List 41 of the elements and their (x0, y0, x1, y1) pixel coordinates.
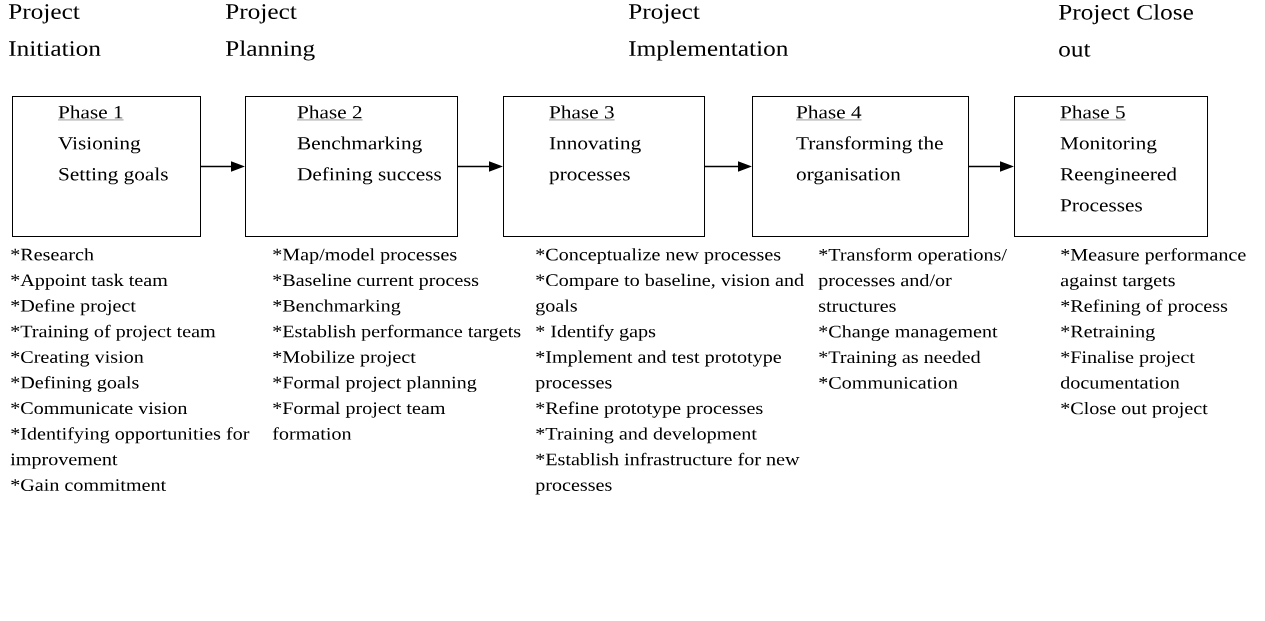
bullet-item: *Map/model processes (273, 248, 457, 265)
phase-box: Phase 4 Transforming the organisation (752, 96, 969, 237)
bullet-item: *Refining of process (1061, 299, 1228, 316)
bullet-item: *Close out project (1061, 402, 1208, 418)
bullet-item: *Establish performance targets (273, 324, 521, 341)
phase-box: Phase 5 Monitoring Reengineered Processes (1014, 96, 1208, 237)
bullet-item: *Training of project team (11, 324, 216, 341)
bullet-item: *Transform operations/ processes and/or structures (818, 248, 1007, 312)
bullet-item: *Communicate vision (11, 402, 188, 415)
phase-box: Phase 1 Visioning Setting goals (12, 96, 201, 237)
bullet-item: *Training as needed (819, 350, 981, 367)
phase-box: Phase 2 Benchmarking Defining success (245, 96, 458, 237)
bullet-item: *Baseline current process (273, 273, 479, 290)
bullet-item: *Finalise project documentation (1060, 350, 1195, 389)
bullet-item: *Implement and test prototype processes (535, 350, 781, 393)
bullet-item: *Refine prototype processes (536, 401, 763, 418)
phase-heading: Project Close out (1058, 4, 1193, 57)
bullet-item: *Benchmarking (273, 299, 401, 316)
bullet-item: *Retraining (1061, 325, 1155, 342)
bullet-item: *Change management (819, 325, 998, 342)
phase-heading: Project Initiation (8, 4, 101, 56)
bullet-item: *Define project (11, 299, 136, 316)
bullet-item: *Mobilize project (273, 350, 416, 367)
phase-heading: Project Implementation (628, 4, 789, 61)
bullet-item: *Formal project team formation (272, 401, 446, 440)
bullet-item: *Identifying opportunities for improvement (10, 427, 250, 469)
bullet-item: *Defining goals (11, 376, 139, 393)
bullet-item: *Appoint task team (11, 273, 168, 290)
bullet-item: *Measure performance against targets (1060, 248, 1246, 290)
bullet-item: *Formal project planning (273, 376, 477, 393)
bullet-item: *Compare to baseline, vision and goals (536, 273, 804, 316)
phase-box: Phase 3 Innovating processes (503, 96, 705, 237)
bullet-item: *Research (11, 248, 94, 261)
bullet-item: *Communication (819, 376, 958, 389)
phase-heading: Project Planning (225, 4, 315, 61)
bullet-item: *Establish infrastructure for new processes (535, 452, 800, 495)
bullet-item: *Gain commitment (11, 479, 167, 491)
bullet-item: *Training and development (536, 427, 757, 444)
bullet-item: *Conceptualize new processes (536, 248, 781, 265)
bullet-item: * Identify gaps (536, 324, 656, 341)
bullet-item: *Creating vision (11, 351, 144, 367)
